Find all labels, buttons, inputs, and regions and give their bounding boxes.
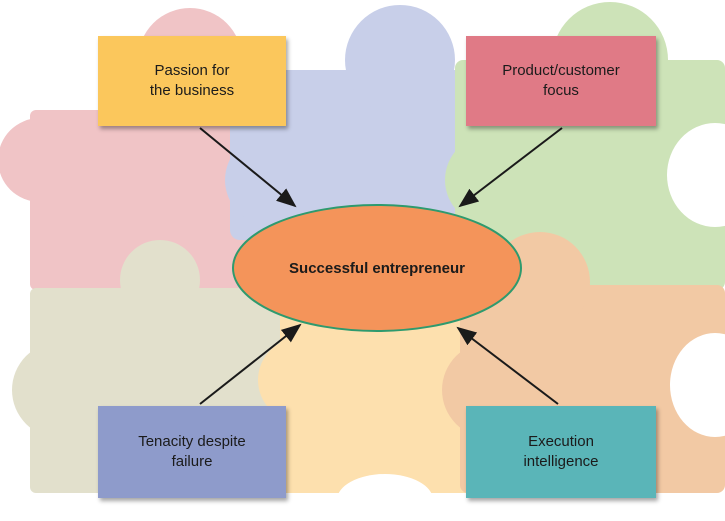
center-label: Successful entrepreneur [289, 259, 465, 277]
factor-label-passion: Passion for the business [149, 62, 235, 99]
arrow-passion [199, 127, 297, 208]
factor-box-passion: Passion for the business [98, 36, 286, 126]
factor-box-product: Product/customer focus [466, 36, 656, 126]
puzzle-socket [667, 123, 725, 227]
factor-label-product: Product/customer focus [502, 62, 620, 99]
arrow-product [458, 127, 563, 208]
factor-box-tenacity: Tenacity despite failure [98, 406, 286, 498]
puzzle-socket [337, 474, 433, 521]
factor-label-tenacity: Tenacity despite failure [138, 433, 246, 470]
center-ellipse [232, 204, 522, 332]
factor-label-execution: Execution intelligence [523, 433, 599, 470]
puzzle-socket [670, 333, 725, 437]
arrow-execution [456, 326, 559, 405]
factor-box-execution: Execution intelligence [466, 406, 656, 498]
arrow-tenacity [199, 323, 302, 405]
